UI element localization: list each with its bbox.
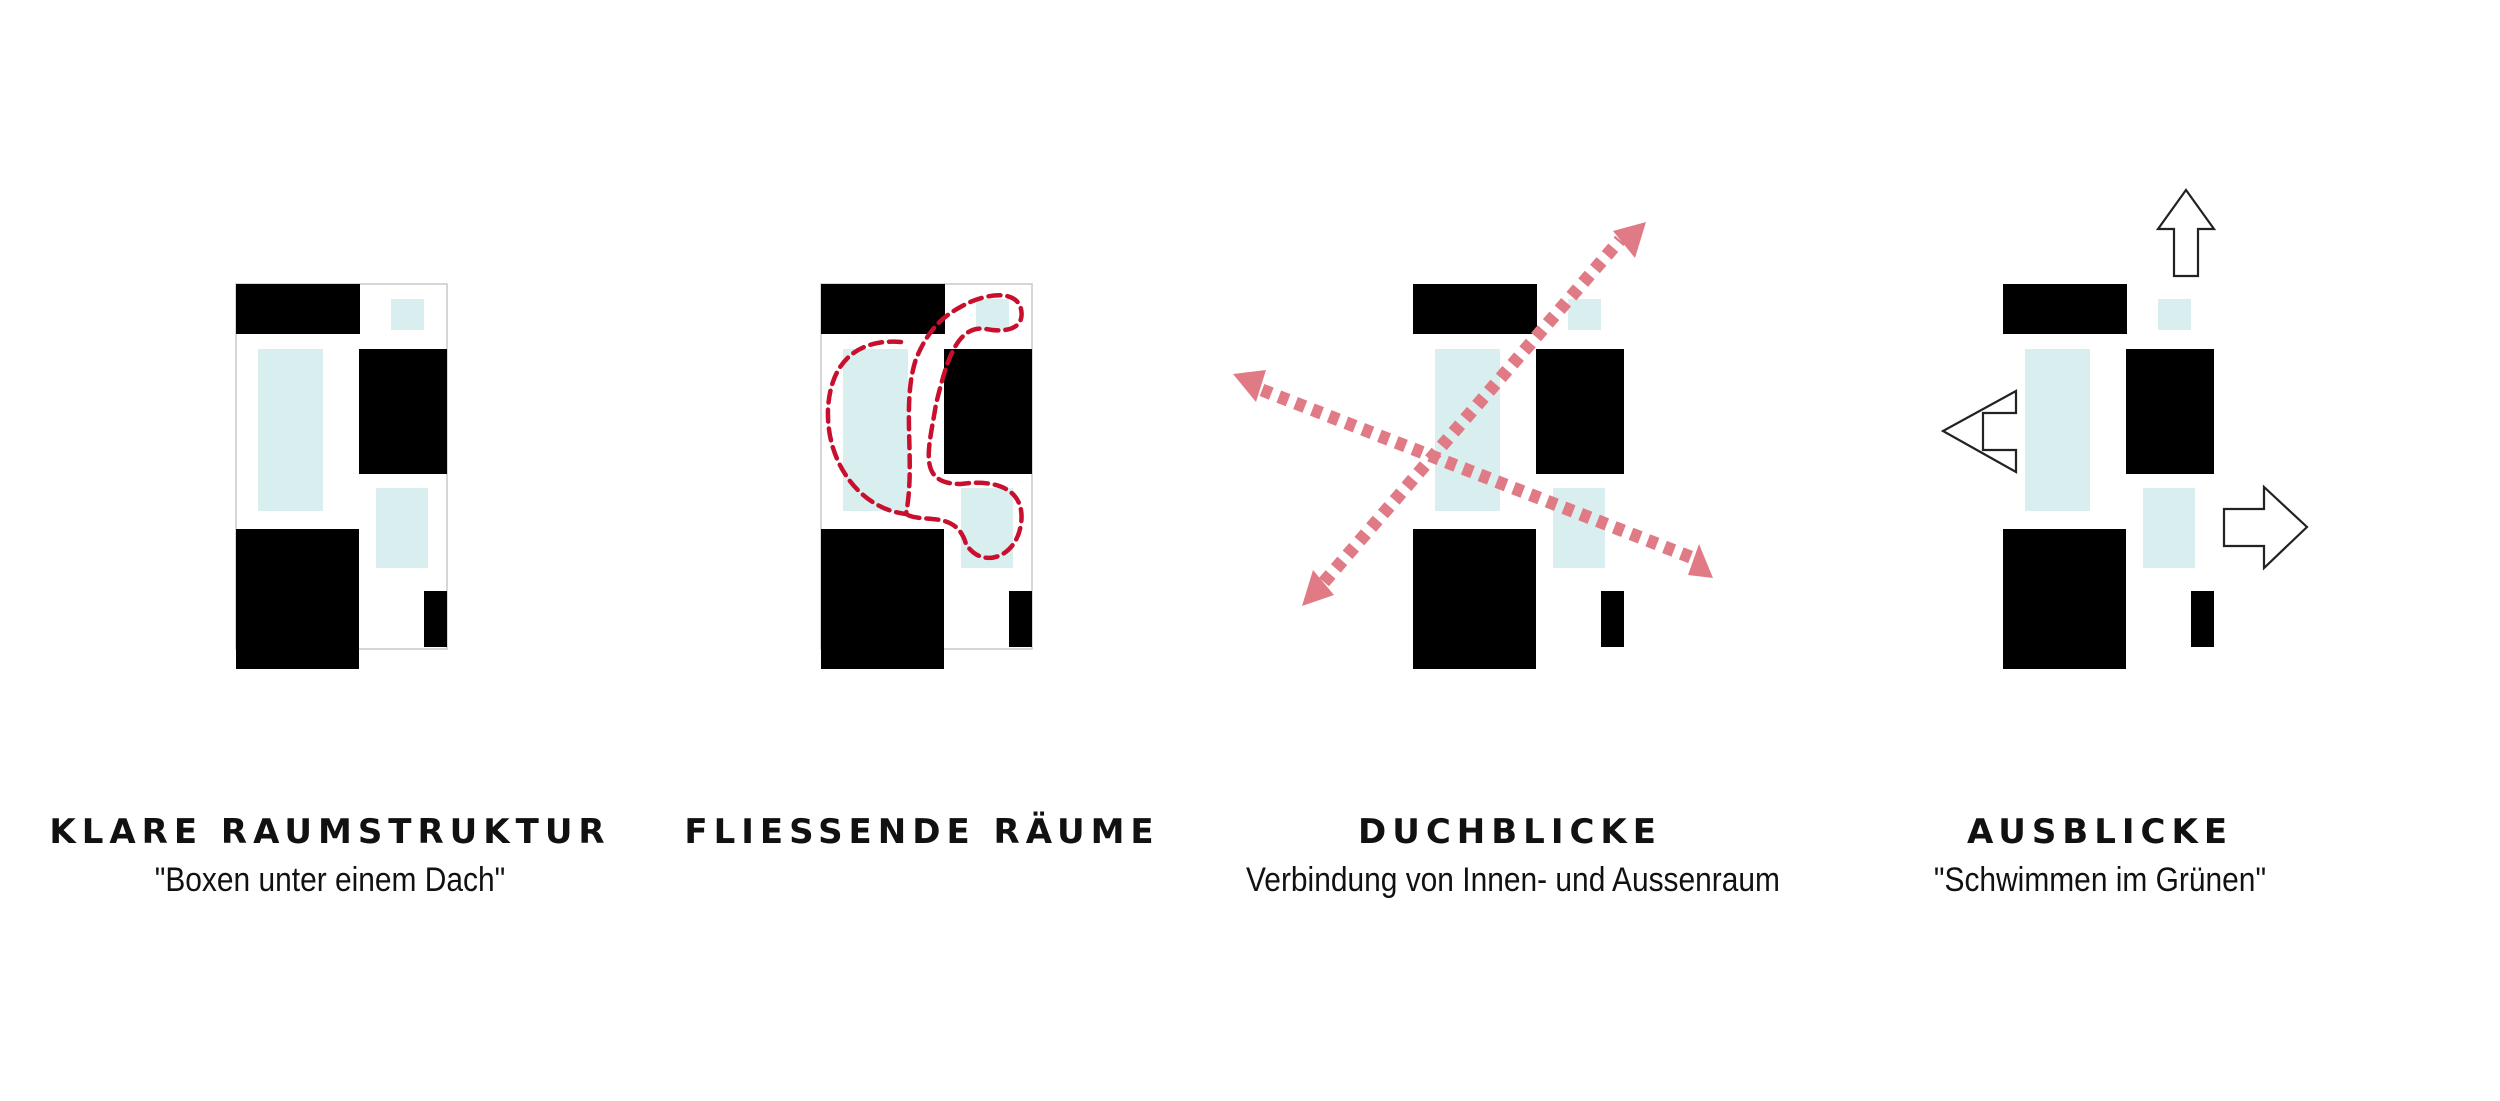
panel-2-floorplan — [820, 283, 1033, 669]
panel-3-floorplan — [1413, 284, 1624, 669]
outline-arrow-icon-left — [1940, 389, 2018, 474]
panel-4-floorplan — [2003, 284, 2214, 669]
panel-3-subtitle: Verbindung von Innen- und Aussenraum — [1246, 861, 1780, 899]
panel-2-title: FLIESSENDE RÄUME — [684, 812, 1160, 852]
sight-line-diagonal-down — [1233, 370, 1713, 578]
panel-4-subtitle: "Schwimmen im Grünen" — [1933, 861, 2267, 899]
panel-4-title: AUSBLICKE — [1966, 812, 2234, 852]
panel-3-title: DUCHBLICKE — [1358, 812, 1662, 852]
panel-1-title: KLARE RAUMSTRUKTUR — [49, 812, 611, 852]
panel-2-caption: FLIESSENDE RÄUME — [622, 810, 1222, 902]
panel-1-subtitle: "Boxen unter einem Dach" — [154, 861, 506, 899]
panel-1-floorplan — [235, 283, 448, 669]
panel-3-caption: DUCHBLICKE Verbindung von Innen- und Aus… — [1210, 810, 1810, 902]
outline-arrow-icon-up — [2155, 188, 2217, 278]
dashed-double-arrow-icon — [1613, 222, 1646, 258]
dashed-double-arrow-icon — [1688, 544, 1713, 578]
panel-4-caption: AUSBLICKE "Schwimmen im Grünen" — [1800, 810, 2400, 902]
dashed-double-arrow-icon — [1233, 370, 1266, 402]
panel-1-caption: KLARE RAUMSTRUKTUR "Boxen unter einem Da… — [30, 810, 630, 902]
panel-2-subtitle — [658, 858, 1186, 902]
flow-path-dashed — [825, 293, 1024, 561]
outline-arrow-icon-right — [2222, 484, 2309, 571]
dashed-double-arrow-icon — [1302, 570, 1334, 606]
sight-line-diagonal-up — [1302, 222, 1646, 606]
